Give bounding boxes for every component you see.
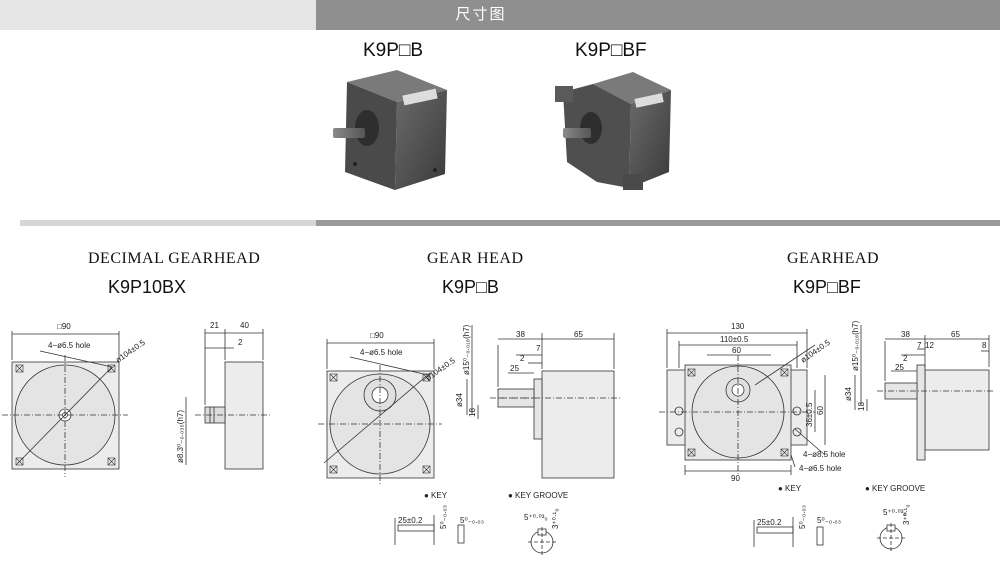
dim-36: 36±0.5 <box>805 402 814 427</box>
dim-shaft: ø15⁰₋₀.₀₁₈(h7) <box>851 320 860 371</box>
dim-34: ø34 <box>455 393 464 407</box>
dim-shaft: ø15⁰₋₀.₀₁₈(h7) <box>462 324 471 375</box>
drawing-gearhead-flange: 130 110±0.5 60 ø104±0.5 36±0.5 60 4−ø8.5… <box>659 320 995 553</box>
groove-width: 5⁺⁰·⁰³₀ <box>883 508 907 517</box>
dim-60-vertical: 60 <box>816 406 825 415</box>
groove-depth: 3⁺⁰·¹₀ <box>551 508 560 529</box>
dim-holes-65: 4−ø6.5 hole <box>799 464 842 473</box>
dim-60: 60 <box>732 346 741 355</box>
dim-7: 7 <box>917 341 922 350</box>
dim-40: 40 <box>240 321 249 330</box>
dim-pcd: ø104±0.5 <box>424 356 457 383</box>
dim-pcd: ø104±0.5 <box>799 338 832 365</box>
dim-25: 25 <box>895 363 904 372</box>
model-left: K9P10BX <box>108 277 187 297</box>
dim-34: ø34 <box>844 387 853 401</box>
model-right: K9P□BF <box>793 277 861 297</box>
dim-holes: 4−ø6.5 hole <box>48 341 91 350</box>
dim-18: 18 <box>857 402 866 411</box>
key-length: 25±0.2 <box>757 518 782 527</box>
dim-130: 130 <box>731 322 745 331</box>
dim-shaft: ø8.3⁰₋₀.₀₃₅(h7) <box>176 410 185 463</box>
dim-8: 8 <box>982 341 987 350</box>
key-width: 5⁰₋₀.₀₃ <box>798 505 807 529</box>
dim-25: 25 <box>510 364 519 373</box>
key-width: 5⁰₋₀.₀₃ <box>439 505 448 529</box>
key-height: 5⁰₋₀.₀₃ <box>460 516 484 525</box>
motor-photo-bf <box>555 72 671 190</box>
dim-12: 12 <box>925 341 934 350</box>
dim-38: 38 <box>516 330 525 339</box>
dim-38: 38 <box>901 330 910 339</box>
motor-photo-b <box>333 70 447 190</box>
drawing-gear-head: □90 4−ø6.5 hole ø104±0.5 ø15⁰₋₀.₀₁₈(h7) … <box>318 324 620 557</box>
header-band-dark <box>316 0 1000 30</box>
caption-decimal-gearhead: DECIMAL GEARHEAD <box>88 250 261 267</box>
dim-90: 90 <box>731 474 740 483</box>
dim-holes: 4−ø6.5 hole <box>360 348 403 357</box>
key-groove-label: ● KEY GROOVE <box>508 491 568 500</box>
dim-7: 7 <box>536 344 541 353</box>
key-label: ● KEY <box>424 491 448 500</box>
dim-65: 65 <box>574 330 583 339</box>
photo-label-left: K9P□B <box>363 40 424 61</box>
dim-65: 65 <box>951 330 960 339</box>
key-length: 25±0.2 <box>398 516 423 525</box>
dim-2: 2 <box>903 354 908 363</box>
dim-holes-85: 4−ø8.5 hole <box>803 450 846 459</box>
dim-square: □90 <box>57 322 71 331</box>
dim-square: □90 <box>370 331 384 340</box>
section-title: 尺寸图 <box>455 6 507 23</box>
key-height: 5⁰₋₀.₀₃ <box>817 516 841 525</box>
key-label: ● KEY <box>778 484 802 493</box>
model-middle: K9P□B <box>442 277 499 297</box>
dim-2: 2 <box>238 338 243 347</box>
section-divider <box>20 220 316 226</box>
caption-gearhead: GEARHEAD <box>787 250 879 267</box>
groove-width: 5⁺⁰·⁰³₀ <box>524 513 548 522</box>
dim-110: 110±0.5 <box>720 335 749 344</box>
groove-depth: 3⁺⁰·¹₀ <box>902 504 911 525</box>
photo-label-right: K9P□BF <box>575 40 647 61</box>
dim-21: 21 <box>210 321 219 330</box>
key-groove-label: ● KEY GROOVE <box>865 484 925 493</box>
dim-2: 2 <box>520 354 525 363</box>
caption-gear-head: GEAR HEAD <box>427 250 524 267</box>
dim-18: 18 <box>468 408 477 417</box>
drawing-decimal-gearhead: □90 4−ø6.5 hole ø104±0.5 21 40 2 ø8.3⁰₋₀… <box>2 321 270 477</box>
section-divider-dark <box>316 220 1000 226</box>
